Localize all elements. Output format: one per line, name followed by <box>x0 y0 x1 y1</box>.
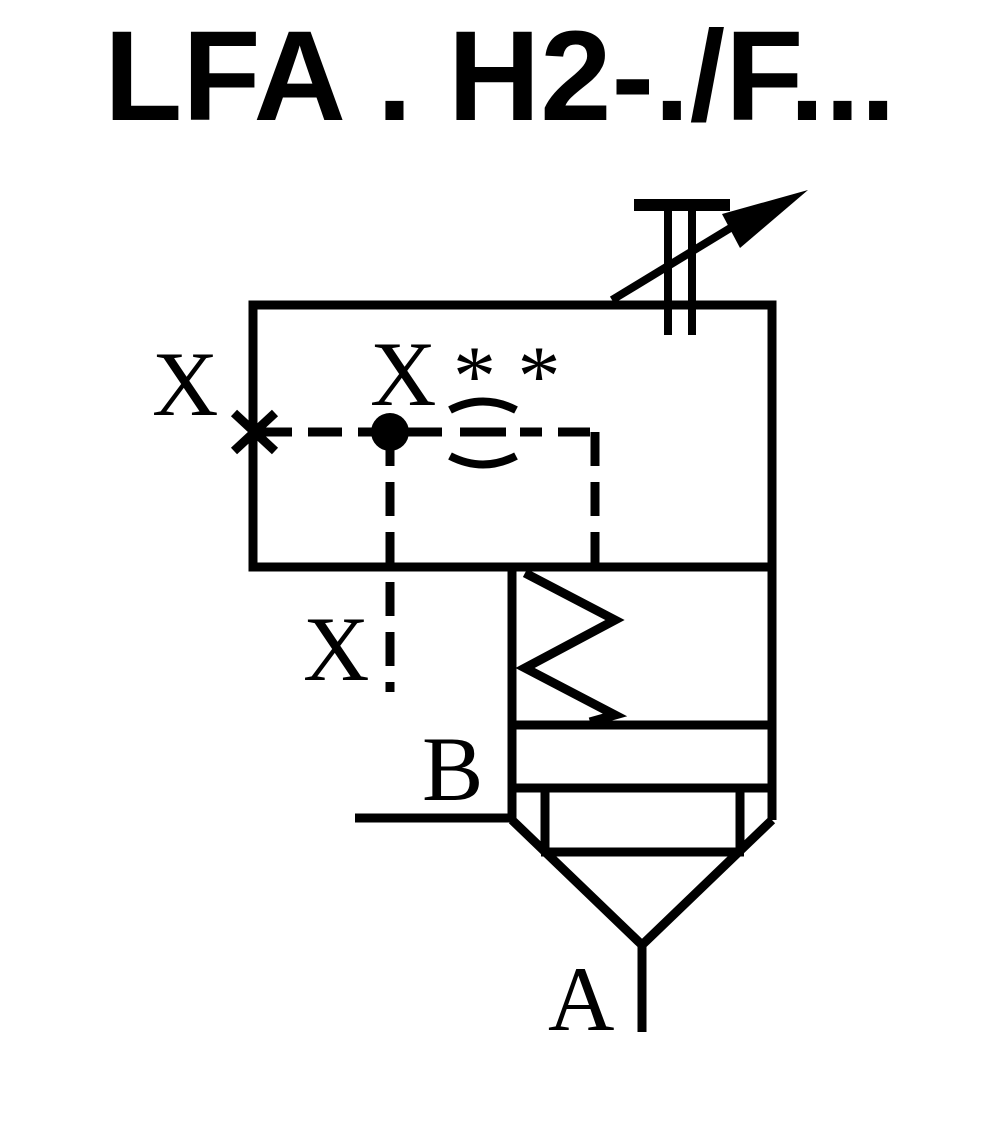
port-b-label: B <box>422 718 483 820</box>
spring-icon <box>515 569 628 727</box>
pilot-junction-dot <box>371 413 409 451</box>
plugged-port-cross-b <box>230 409 279 455</box>
port-x-top-label: X <box>370 323 436 425</box>
orifice-symbol <box>446 397 520 469</box>
port-a-label: A <box>548 948 614 1050</box>
port-x-left-label: X <box>152 333 218 435</box>
adjustment-arrow-head <box>722 190 808 248</box>
orifice-note-label: * * <box>453 328 561 424</box>
port-x-bottom-label: X <box>303 598 369 700</box>
valve-seat-cone <box>508 816 776 952</box>
page-title: LFA . H2-./F... <box>104 5 896 148</box>
